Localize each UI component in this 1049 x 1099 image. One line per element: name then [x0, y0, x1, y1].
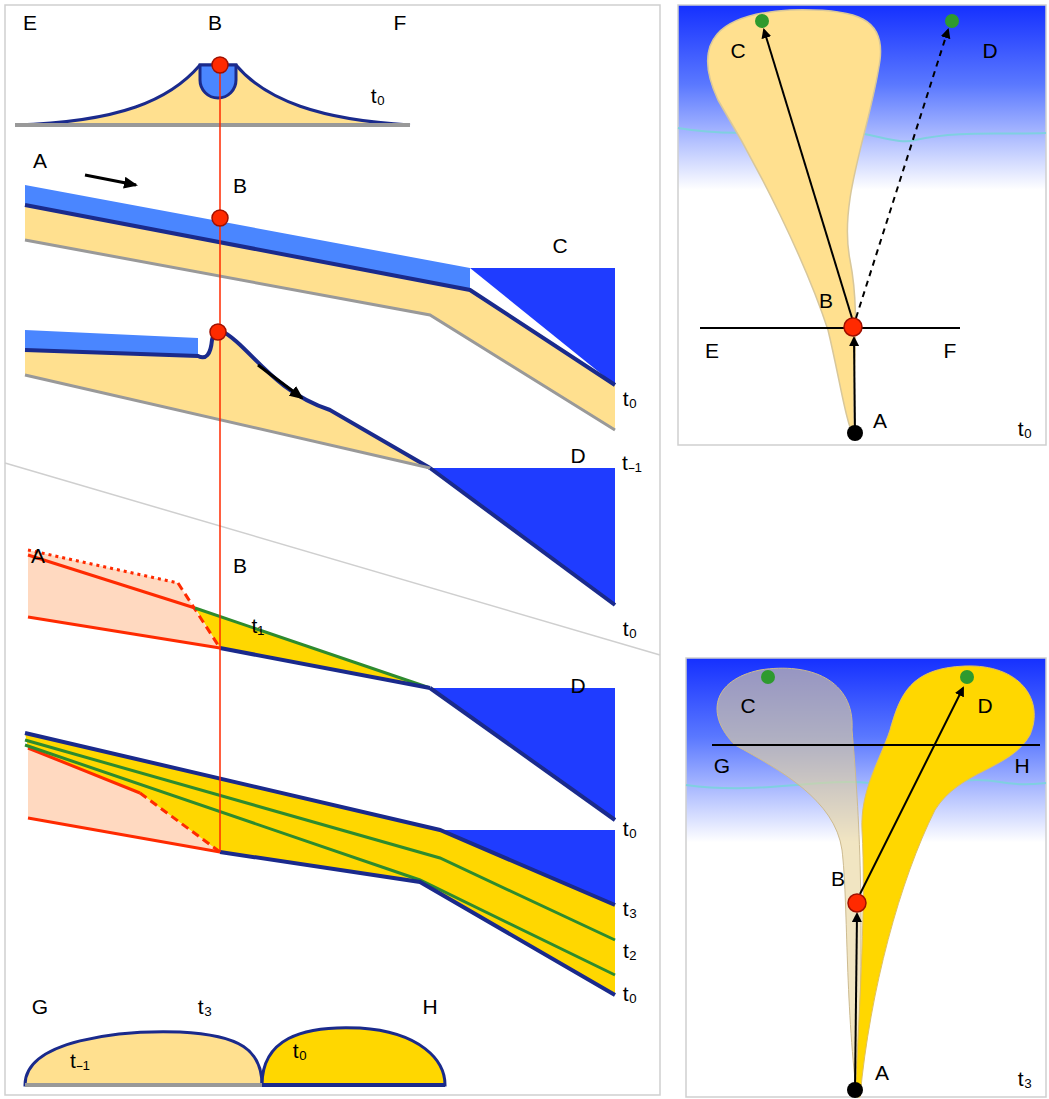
point-label: E	[23, 12, 37, 33]
point-label: t₁	[252, 615, 265, 636]
point-label: G	[32, 996, 48, 1017]
point-label: t₀	[623, 983, 638, 1004]
point-label: C	[552, 235, 567, 256]
point-label: t₀	[623, 618, 638, 639]
point-label: H	[1014, 755, 1029, 776]
point-label: C	[740, 695, 755, 716]
point-label: B	[208, 12, 222, 33]
point-label: t₀	[1018, 418, 1033, 439]
point-label: A	[873, 410, 887, 431]
point-label: B	[233, 175, 247, 196]
point-label: t₋₁	[622, 452, 642, 473]
point-label: t₃	[623, 898, 637, 919]
point-label: F	[394, 12, 407, 33]
point-label: G	[714, 755, 730, 776]
point-label: D	[570, 445, 585, 466]
point-label: C	[730, 40, 745, 61]
point-label: H	[422, 996, 437, 1017]
point-label: A	[875, 1062, 889, 1083]
point-label: A	[31, 545, 45, 566]
point-label: B	[233, 555, 247, 576]
point-label: t₂	[623, 940, 637, 961]
point-label: B	[819, 290, 833, 311]
point-label: t₃	[1018, 1068, 1032, 1089]
point-label: t₃	[198, 996, 212, 1017]
point-label: t₀	[371, 85, 386, 106]
point-label: t₀	[293, 1040, 308, 1061]
point-label: B	[831, 868, 845, 889]
point-label: t₀	[623, 388, 638, 409]
point-label: t₋₁	[70, 1050, 90, 1071]
point-label: A	[33, 150, 47, 171]
point-label: D	[570, 675, 585, 696]
point-label: t₀	[623, 818, 638, 839]
point-label: D	[977, 695, 992, 716]
point-label: E	[705, 340, 719, 361]
point-label: D	[982, 40, 997, 61]
point-label: F	[944, 340, 957, 361]
